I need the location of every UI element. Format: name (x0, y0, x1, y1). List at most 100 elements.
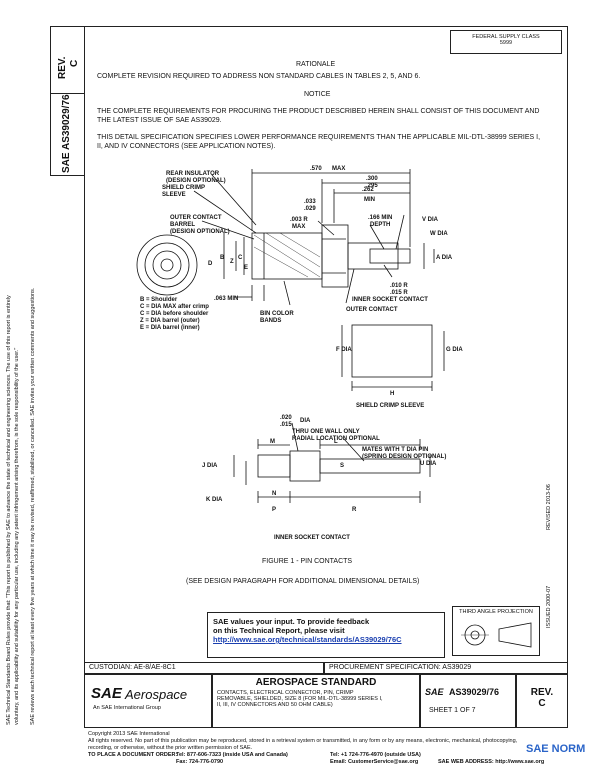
label-dia: DIA (300, 418, 311, 424)
doc-number-side: SAE AS39029/76 (61, 94, 72, 173)
fax: Fax: 724-776-0790 (176, 759, 224, 765)
end-view-outer (136, 234, 198, 296)
brand-aerospace: Aerospace (125, 687, 188, 702)
label-dim-063: .063 MIN (214, 296, 238, 302)
procurement: PROCUREMENT SPECIFICATION: AS39029 (329, 664, 472, 671)
shoulder (321, 224, 349, 288)
feedback-line-2: on this Technical Report, please visit (213, 626, 345, 635)
feedback-box: SAE values your input. To provide feedba… (207, 612, 445, 658)
issued-date: ISSUED 2000-07 (546, 585, 552, 628)
label-min: MIN (364, 197, 375, 203)
brand-cell: SAE Aerospace An SAE International Group (84, 674, 212, 728)
label-v-dia: V DIA (422, 217, 439, 223)
end-view-core (160, 258, 174, 272)
fsc-label: FEDERAL SUPPLY CLASS (472, 34, 540, 40)
label-bin-color: BIN COLOR (260, 311, 294, 317)
label-h: H (390, 391, 394, 397)
label-c: C (238, 255, 243, 261)
doc-no: AS39029/76 (449, 687, 500, 697)
label-f-dia: F DIA (336, 347, 352, 353)
desc-line-1: CONTACTS, ELECTRICAL CONNECTOR, PIN, CRI… (217, 690, 354, 696)
label-b: B (220, 255, 225, 261)
label-dim-570: .570 (310, 166, 322, 172)
label-rear-insulator: REAR INSULATOR (166, 171, 220, 177)
spec-text: THIS DETAIL SPECIFICATION SPECIFIES LOWE… (97, 134, 541, 150)
watermark: SAE NORM (526, 743, 586, 755)
feedback-link[interactable]: http://www.sae.org/technical/standards/A… (213, 635, 402, 644)
rev-value: C (538, 698, 546, 709)
label-dim-295: .295 (366, 183, 378, 189)
fsc-box: FEDERAL SUPPLY CLASS 5999 (450, 30, 562, 54)
tel-2: Tel: +1 724-776-4970 (outside USA) (330, 752, 421, 758)
feedback-line-1: SAE values your input. To provide feedba… (213, 617, 370, 626)
label-dim-033: .033 (304, 199, 316, 205)
tel-1: Tel: 877-606-7323 (inside USA and Canada… (176, 752, 288, 758)
custodian: CUSTODIAN: AE-8/AE-8C1 (89, 664, 176, 671)
label-u-dia: U DIA (420, 461, 437, 467)
rev-value-side: C (69, 59, 80, 67)
revised-date: REVISED 2013-06 (546, 484, 552, 530)
desc-line-2: REMOVABLE, SHIELDED, SIZE 8 (FOR MIL-DTL… (217, 696, 383, 702)
label-dim-166: .166 MIN (368, 215, 392, 221)
label-inner-socket-contact: INNER SOCKET CONTACT (352, 297, 428, 303)
inner-socket-pin (319, 458, 421, 474)
label-shield-crimp-sleeve: SHIELD CRIMP SLEEVE (356, 403, 424, 409)
legend-3: C = DIA before shoulder (140, 311, 209, 317)
label-dim-262: .262 (362, 187, 374, 193)
label-max: MAX (332, 166, 345, 172)
label-w-dia: W DIA (430, 231, 448, 237)
copyright: Copyright 2013 SAE International (88, 731, 170, 737)
pin-contact-drawing: REAR INSULATOR (DESIGN OPTIONAL) SHIELD … (136, 166, 463, 541)
label-design-optional-2: (DESIGN OPTIONAL) (170, 229, 230, 235)
desc-line-3: II, III, IV CONNECTORS AND 50 OHM CABLE) (217, 702, 333, 708)
aerospace-standard: AEROSPACE STANDARD (255, 677, 377, 688)
rights-text: All rights reserved. No part of this pub… (88, 738, 518, 744)
label-dim-020: .020 (280, 415, 292, 421)
notice-text: THE COMPLETE REQUIREMENTS FOR PROCURING … (97, 108, 540, 124)
third-angle-box: THIRD ANGLE PROJECTION (452, 606, 540, 656)
review-note: SAE reviews each technical report at lea… (30, 287, 36, 725)
brand-sae: SAE (91, 685, 122, 702)
label-a-dia: A DIA (436, 255, 453, 261)
label-depth: DEPTH (370, 222, 390, 228)
label-design-optional-1: (DESIGN OPTIONAL) (166, 178, 226, 184)
label-bands: BANDS (260, 318, 281, 324)
label-sleeve: SLEEVE (162, 192, 186, 198)
label-dim-010r: .010 R (390, 283, 408, 289)
inner-socket-left (257, 454, 291, 478)
label-dim-015r: .015 R (390, 290, 408, 296)
label-p: P (272, 507, 276, 513)
label-dim-300: .300 (366, 176, 378, 182)
rev-label: REV. (530, 687, 554, 698)
rev-cell: REV. C (516, 674, 568, 728)
rights-text-2: recording, or otherwise, without the pri… (88, 745, 253, 751)
label-m: M (270, 439, 275, 445)
pin-body (347, 242, 399, 270)
label-s: S (340, 463, 344, 469)
legend-4: Z = DIA barrel (outer) (140, 318, 200, 324)
fsc-number: 5999 (499, 40, 513, 46)
label-d: D (208, 261, 213, 267)
label-outer-contact: OUTER CONTACT (170, 215, 222, 221)
label-max-2: MAX (292, 224, 305, 230)
label-inner-socket-contact-2: INNER SOCKET CONTACT (274, 535, 350, 541)
desc-cell: AEROSPACE STANDARD CONTACTS, ELECTRICAL … (212, 674, 420, 728)
board-rules-note-1: SAE Technical Standards Board Rules prov… (6, 295, 12, 725)
third-angle-label: THIRD ANGLE PROJECTION (459, 609, 533, 615)
legend-2: C = DIA MAX after crimp (140, 304, 209, 310)
label-g-dia: G DIA (446, 347, 463, 353)
label-outer-contact-2: OUTER CONTACT (346, 307, 398, 313)
label-r: R (352, 507, 357, 513)
label-barrel: BARREL (170, 222, 195, 228)
shield-crimp-sleeve (351, 324, 433, 378)
label-k-dia: K DIA (206, 497, 223, 503)
label-e: E (244, 265, 248, 271)
label-dim-015: .015 (280, 422, 292, 428)
sheet: SHEET 1 OF 7 (429, 707, 476, 714)
board-rules-note-2: voluntary, and its applicability and sui… (14, 347, 20, 725)
end-view-mid (144, 242, 190, 288)
label-radial-location: RADIAL LOCATION OPTIONAL (292, 436, 380, 442)
label-l: L (334, 439, 338, 445)
doc-number-cell: SAE AS39029/76 SHEET 1 OF 7 (420, 674, 516, 728)
inner-socket-mid (289, 450, 321, 482)
